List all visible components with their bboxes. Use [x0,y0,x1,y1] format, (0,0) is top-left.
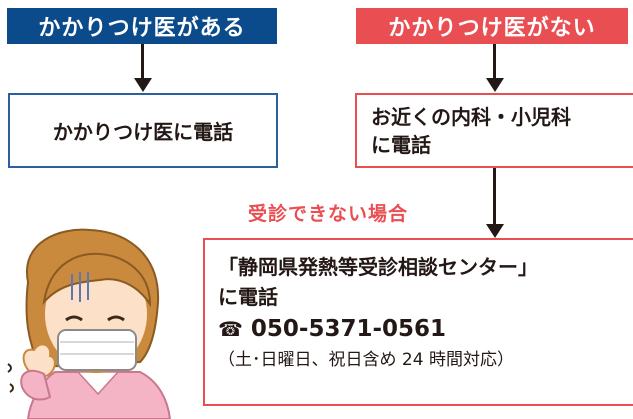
phone-row: ☎ 050-5371-0561 [218,312,633,346]
box-right-line1: お近くの内科・小児科 [371,105,571,129]
phone-icon: ☎ [218,317,243,341]
arrow-left-line [141,44,144,81]
box-fever-center: 「静岡県発熱等受診相談センター」 に電話 ☎ 050-5371-0561 （土･… [203,238,633,406]
box-call-family-doctor: かかりつけ医に電話 [8,93,278,168]
arrow-left-head [134,78,152,92]
arrow-down-head [486,224,504,238]
header-has-doctor: かかりつけ医がある [7,8,277,44]
phone-number[interactable]: 050-5371-0561 [250,316,447,342]
center-title: 「静岡県発熱等受診相談センター」 [218,255,538,279]
header-no-doctor: かかりつけ医がない [356,8,628,44]
service-hours: （土･日曜日、祝日含め 24 時間対応） [218,350,514,370]
condition-label: 受診できない場合 [248,203,409,225]
box-call-nearby-clinic: お近くの内科・小児科 に電話 [355,93,633,168]
center-call: に電話 [218,285,278,309]
box-left-text: かかりつけ医に電話 [52,120,234,144]
arrow-down-line [493,168,496,226]
box-right-line2: に電話 [371,133,431,157]
arrow-right-line [493,44,496,81]
sick-woman-mask-illustration [7,228,172,419]
arrow-right-head [486,78,504,92]
